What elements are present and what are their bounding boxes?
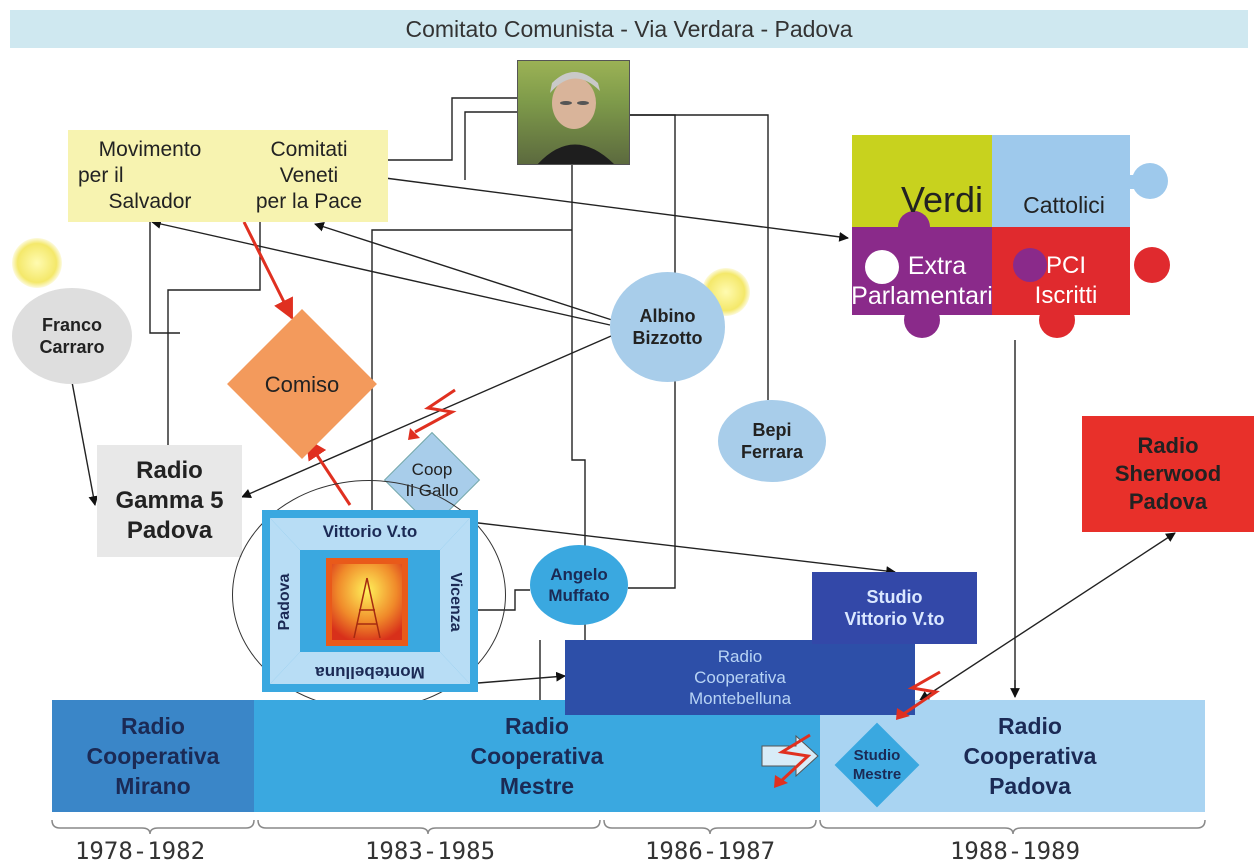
padova-coop-label: Radio Cooperativa Padova (963, 713, 1097, 799)
radio-cooperativa-montebelluna: Radio Cooperativa Montebelluna (565, 640, 915, 715)
portrait-photo (517, 60, 630, 165)
radio-sherwood-box: Radio Sherwood Padova (1082, 416, 1254, 532)
puzzle-pci-label: PCI Iscritti (1034, 252, 1098, 309)
line-portrait-left (388, 97, 517, 161)
arrow-padova-sherwood (919, 532, 1176, 701)
year-label: 1988-1989 (949, 837, 1081, 865)
arrow-comitati-puzzle (384, 177, 849, 242)
network-square (262, 510, 478, 692)
arrow-square-montebelluna (477, 671, 566, 684)
radio-cooperativa-mestre: Radio Cooperativa Mestre (254, 700, 820, 812)
studio-vittorio-box: Studio Vittorio V.to (812, 572, 977, 644)
studio-mestre-label: Studio Mestre (852, 747, 902, 783)
line-left-branch (371, 229, 572, 520)
arrow-albino-movimento (151, 219, 611, 326)
line-movimento (149, 222, 180, 334)
angelo-muffato-bubble: Angelo Muffato (530, 545, 628, 625)
title-bar: Comitato Comunista - Via Verdara - Padov… (10, 10, 1248, 48)
puzzle-cattolici-label: Cattolici (1023, 191, 1105, 218)
puzzle-groups (852, 135, 1172, 340)
arrow-albino-comitati (314, 222, 613, 321)
peace-movements-box (68, 130, 388, 222)
red-arrow-comitati-comiso (242, 221, 294, 320)
year-label: 1983-1985 (364, 837, 496, 865)
radio-gamma5-box: Radio Gamma 5 Padova (97, 445, 242, 557)
year-label: 1986-1987 (644, 837, 776, 865)
bepi-ferrara-bubble: Bepi Ferrara (718, 400, 826, 482)
puzzle-extra-label: Extra Parlamentari (851, 252, 993, 310)
arrow-franco-gamma (71, 381, 99, 506)
arrow-square-studio (469, 521, 896, 576)
year-label: 1978-1982 (74, 837, 206, 865)
franco-carraro-bubble: Franco Carraro (12, 288, 132, 384)
line-portrait-right (630, 114, 769, 400)
movimento-salvador-label: Movimento per il Salvador (78, 138, 202, 213)
albino-bizzotto-bubble: Albino Bizzotto (610, 272, 725, 382)
lightbulb-icon (12, 238, 62, 288)
diagram-title: Comitato Comunista - Via Verdara - Padov… (405, 15, 853, 42)
radio-cooperativa-mirano: Radio Cooperativa Mirano (52, 700, 254, 812)
line-portrait-left2 (464, 111, 517, 180)
square-top-label: Vittorio V.to (322, 522, 418, 541)
comiso-label: Comiso (264, 372, 340, 397)
comitati-veneti-label: Comitati Veneti per la Pace (255, 138, 363, 213)
puzzle-verdi-label: Verdi (900, 179, 984, 220)
